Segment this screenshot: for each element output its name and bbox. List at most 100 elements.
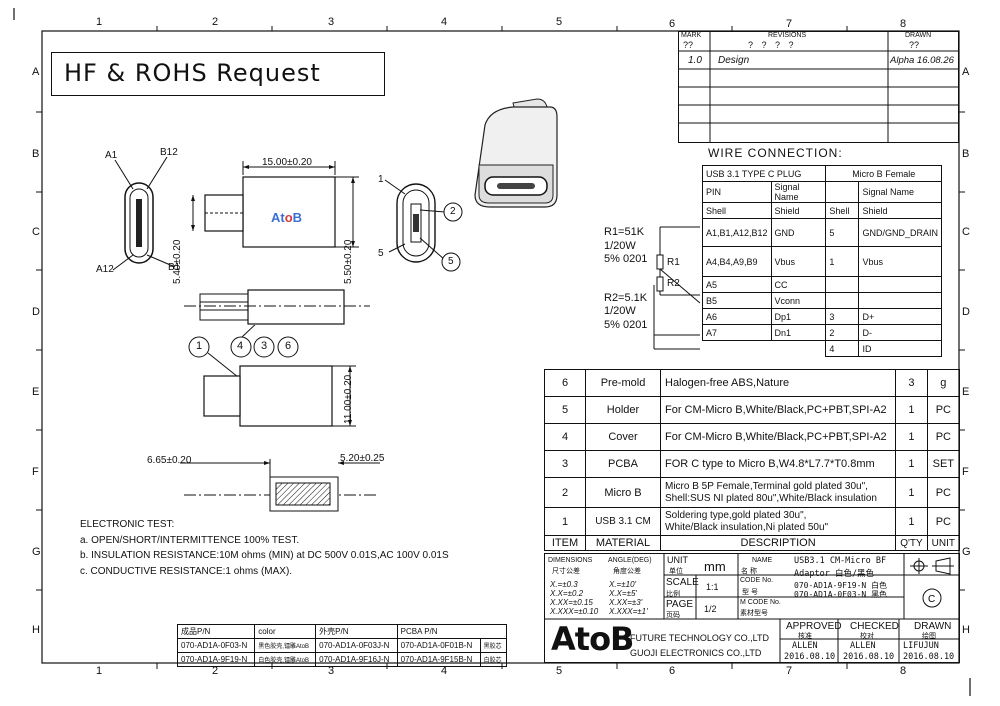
table-row: 3 PCBA FOR C type to Micro B,W4.8*L7.7*T… <box>544 450 961 478</box>
wire-col-signal: Signal Name <box>770 181 827 203</box>
tb-tol-1: X.=±0.3 <box>550 580 578 589</box>
rev-row1-desc: Design <box>718 55 750 66</box>
revision-grid <box>678 31 959 143</box>
rev-row1-mark: 1.0 <box>688 55 702 66</box>
r2-label: R2 <box>667 278 680 289</box>
tb-drawn-name: LIFUJUN <box>903 641 939 651</box>
tb-checked-cn: 校对 <box>860 633 874 640</box>
row-label-g: G <box>32 546 41 558</box>
tb-ang-2: X.X=±5' <box>609 589 637 598</box>
r1-power: 1/20W <box>604 240 636 252</box>
rev-revisions-val: ? ? ? ? <box>748 40 794 50</box>
tb-name-label-cn: 名 称 <box>741 568 757 575</box>
company-logo: AtoB <box>551 620 634 658</box>
tb-ang-3: X.XX=±3' <box>609 598 643 607</box>
projection-symbol-icon: C <box>910 557 954 608</box>
col-label-4: 4 <box>441 16 448 28</box>
company-line-1: FUTURE TECHNOLOGY CO.,LTD <box>630 633 770 643</box>
row-label-f-right: F <box>962 466 969 478</box>
tb-tol-2: X.X=±0.2 <box>550 589 584 598</box>
r1-label: R1 <box>667 257 680 268</box>
micro-pin-2: 2 <box>450 206 456 217</box>
tb-approved-date: 2016.08.10 <box>784 652 836 662</box>
row-label-c-right: C <box>962 226 970 238</box>
tb-mcode-label-cn: 素材型号 <box>740 610 768 617</box>
bom-header-row: ITEM MATERIAL DESCRIPTION Q'TY UNIT <box>544 535 961 551</box>
dim-body-height: 11.00±0.20 <box>343 374 354 424</box>
rev-mark-header: MARK <box>681 32 702 39</box>
row-label-a: A <box>32 66 40 78</box>
col-label-3: 3 <box>328 16 335 28</box>
tb-tol-4: X.XXX=±0.10 <box>550 607 599 616</box>
tb-name-value: USB3.1 CM-Micro BF <box>794 556 887 566</box>
tb-tol-3: X.XX=±0.15 <box>550 598 593 607</box>
callout-6: 6 <box>285 340 292 352</box>
tb-approved: APPROVED <box>786 621 842 632</box>
table-row: 070-AD1A-9F19-N 白色胶壳,镭雕AtoB 070-AD1A-9F1… <box>176 652 508 667</box>
micro-pin-1: 1 <box>378 174 384 185</box>
col-label-4-bottom: 4 <box>441 665 448 677</box>
col-label-1-bottom: 1 <box>96 665 103 677</box>
wire-connection-title: WIRE CONNECTION: <box>708 146 843 160</box>
tb-mcode-label: M CODE No. <box>740 599 781 606</box>
type-c-end-view <box>112 156 176 271</box>
tb-name-label: NAME <box>752 557 773 564</box>
col-label-5-bottom: 5 <box>556 665 563 677</box>
col-label-1: 1 <box>96 16 103 28</box>
micro-pin-5-circle: 5 <box>448 256 454 267</box>
micro-pin-5-left: 5 <box>378 248 384 259</box>
hf-rohs-box: HF & ROHS Request <box>51 52 385 96</box>
row-label-d-right: D <box>962 306 970 318</box>
pin-label-a12: A12 <box>96 264 114 275</box>
wire-col-pin: PIN <box>702 181 772 203</box>
callout-3: 3 <box>261 340 268 352</box>
company-line-2: GUOJI ELECTRONICS CO.,LTD <box>630 648 762 658</box>
tb-code-label-cn: 型 号 <box>742 589 758 596</box>
tb-page-label: PAGE <box>666 599 694 610</box>
dim-right-offset: 5.20±0.25 <box>340 453 385 464</box>
r1-pkg: 5% 0201 <box>604 253 648 265</box>
svg-text:C: C <box>928 594 935 605</box>
tb-angle-label-cn: 角度公差 <box>613 568 641 575</box>
row-label-g-right: G <box>962 546 971 558</box>
hf-rohs-title: HF & ROHS Request <box>64 59 321 87</box>
row-label-b: B <box>32 148 40 160</box>
table-row: 6 Pre-mold Halogen-free ABS,Nature 3 g <box>544 369 961 397</box>
col-label-8-bottom: 8 <box>900 665 907 677</box>
tb-drawn-cn: 绘图 <box>922 633 936 640</box>
section-view <box>184 289 370 325</box>
row-label-h: H <box>32 624 40 636</box>
r1-value: R1=51K <box>604 226 645 238</box>
top-side-view <box>191 161 359 248</box>
col-label-6: 6 <box>669 18 676 30</box>
r2-value: R2=5.1K <box>604 292 648 304</box>
tb-code-value-2: 070-AD1A-0F03-N 黑色 <box>794 590 888 599</box>
tb-drawn-date: 2016.08.10 <box>903 652 955 662</box>
rev-row1-drawn: Alpha 16.08.26 <box>890 55 954 66</box>
wire-right-header: Micro B Female <box>825 165 942 182</box>
tb-checked-name: ALLEN <box>850 641 876 651</box>
dim-top-width: 15.00±0.20 <box>262 157 312 168</box>
r2-pkg: 5% 0201 <box>604 319 648 331</box>
wire-connection-table: USB 3.1 TYPE C PLUG Micro B Female PIN S… <box>701 165 942 357</box>
rev-drawn-header: DRAWN <box>905 32 932 39</box>
resistor-schematic <box>653 226 701 350</box>
row-label-c: C <box>32 226 40 238</box>
tb-ang-1: X.=±10' <box>609 580 637 589</box>
col-label-5: 5 <box>556 16 563 28</box>
table-row: 2 Micro B Micro B 5P Female,Terminal gol… <box>544 477 961 508</box>
tb-unit-value: mm <box>704 559 726 574</box>
tb-unit-label-cn: 单位 <box>669 568 683 575</box>
tb-checked: CHECKED <box>850 621 899 632</box>
row-label-a-right: A <box>962 66 970 78</box>
table-row: 5 Holder For CM-Micro B,White/Black,PC+P… <box>544 396 961 424</box>
row-label-b-right: B <box>962 148 970 160</box>
row-label-h-right: H <box>962 624 970 636</box>
tb-approved-name: ALLEN <box>792 641 818 651</box>
col-label-2-bottom: 2 <box>212 665 219 677</box>
